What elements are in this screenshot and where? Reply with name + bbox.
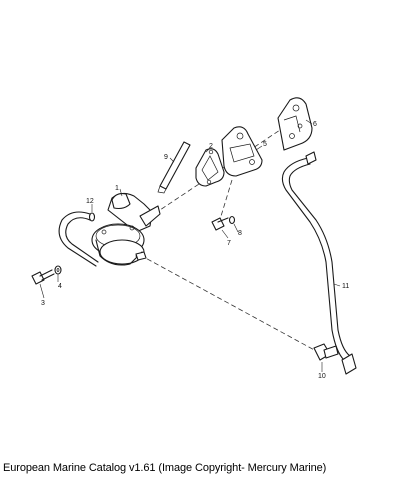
exploded-parts-diagram: 1 2 3 4 5 6 7 8 9 10 11 12 (31, 97, 357, 380)
callout-6: 6 (313, 121, 317, 128)
bolt-7 (211, 217, 229, 231)
fitting-10 (313, 343, 339, 361)
callout-2: 2 (209, 143, 213, 150)
fuel-pump-1 (91, 192, 161, 266)
callout-12: 12 (86, 198, 94, 205)
callout-3: 3 (41, 300, 45, 307)
callout-1: 1 (115, 185, 119, 192)
fuel-hose-12 (58, 211, 99, 267)
callout-labels: 1 2 3 4 5 6 7 8 9 10 11 12 (41, 121, 349, 380)
callout-7: 7 (227, 240, 231, 247)
mounting-plate-6 (277, 97, 313, 151)
callout-8: 8 (238, 230, 242, 237)
leader-lines (39, 119, 341, 372)
gasket-2 (195, 148, 225, 187)
callout-4: 4 (58, 283, 62, 290)
gasket-plate-5 (221, 126, 263, 177)
washer-4 (54, 265, 62, 275)
callout-5: 5 (263, 141, 267, 148)
lockwasher-8 (228, 215, 236, 225)
push-rod-9 (157, 141, 191, 194)
fuel-line-11 (281, 151, 357, 375)
callout-9: 9 (164, 154, 168, 161)
callout-11: 11 (342, 283, 349, 290)
bolt-3 (31, 269, 55, 285)
image-caption: European Marine Catalog v1.61 (Image Cop… (3, 462, 327, 474)
callout-10: 10 (318, 373, 326, 380)
